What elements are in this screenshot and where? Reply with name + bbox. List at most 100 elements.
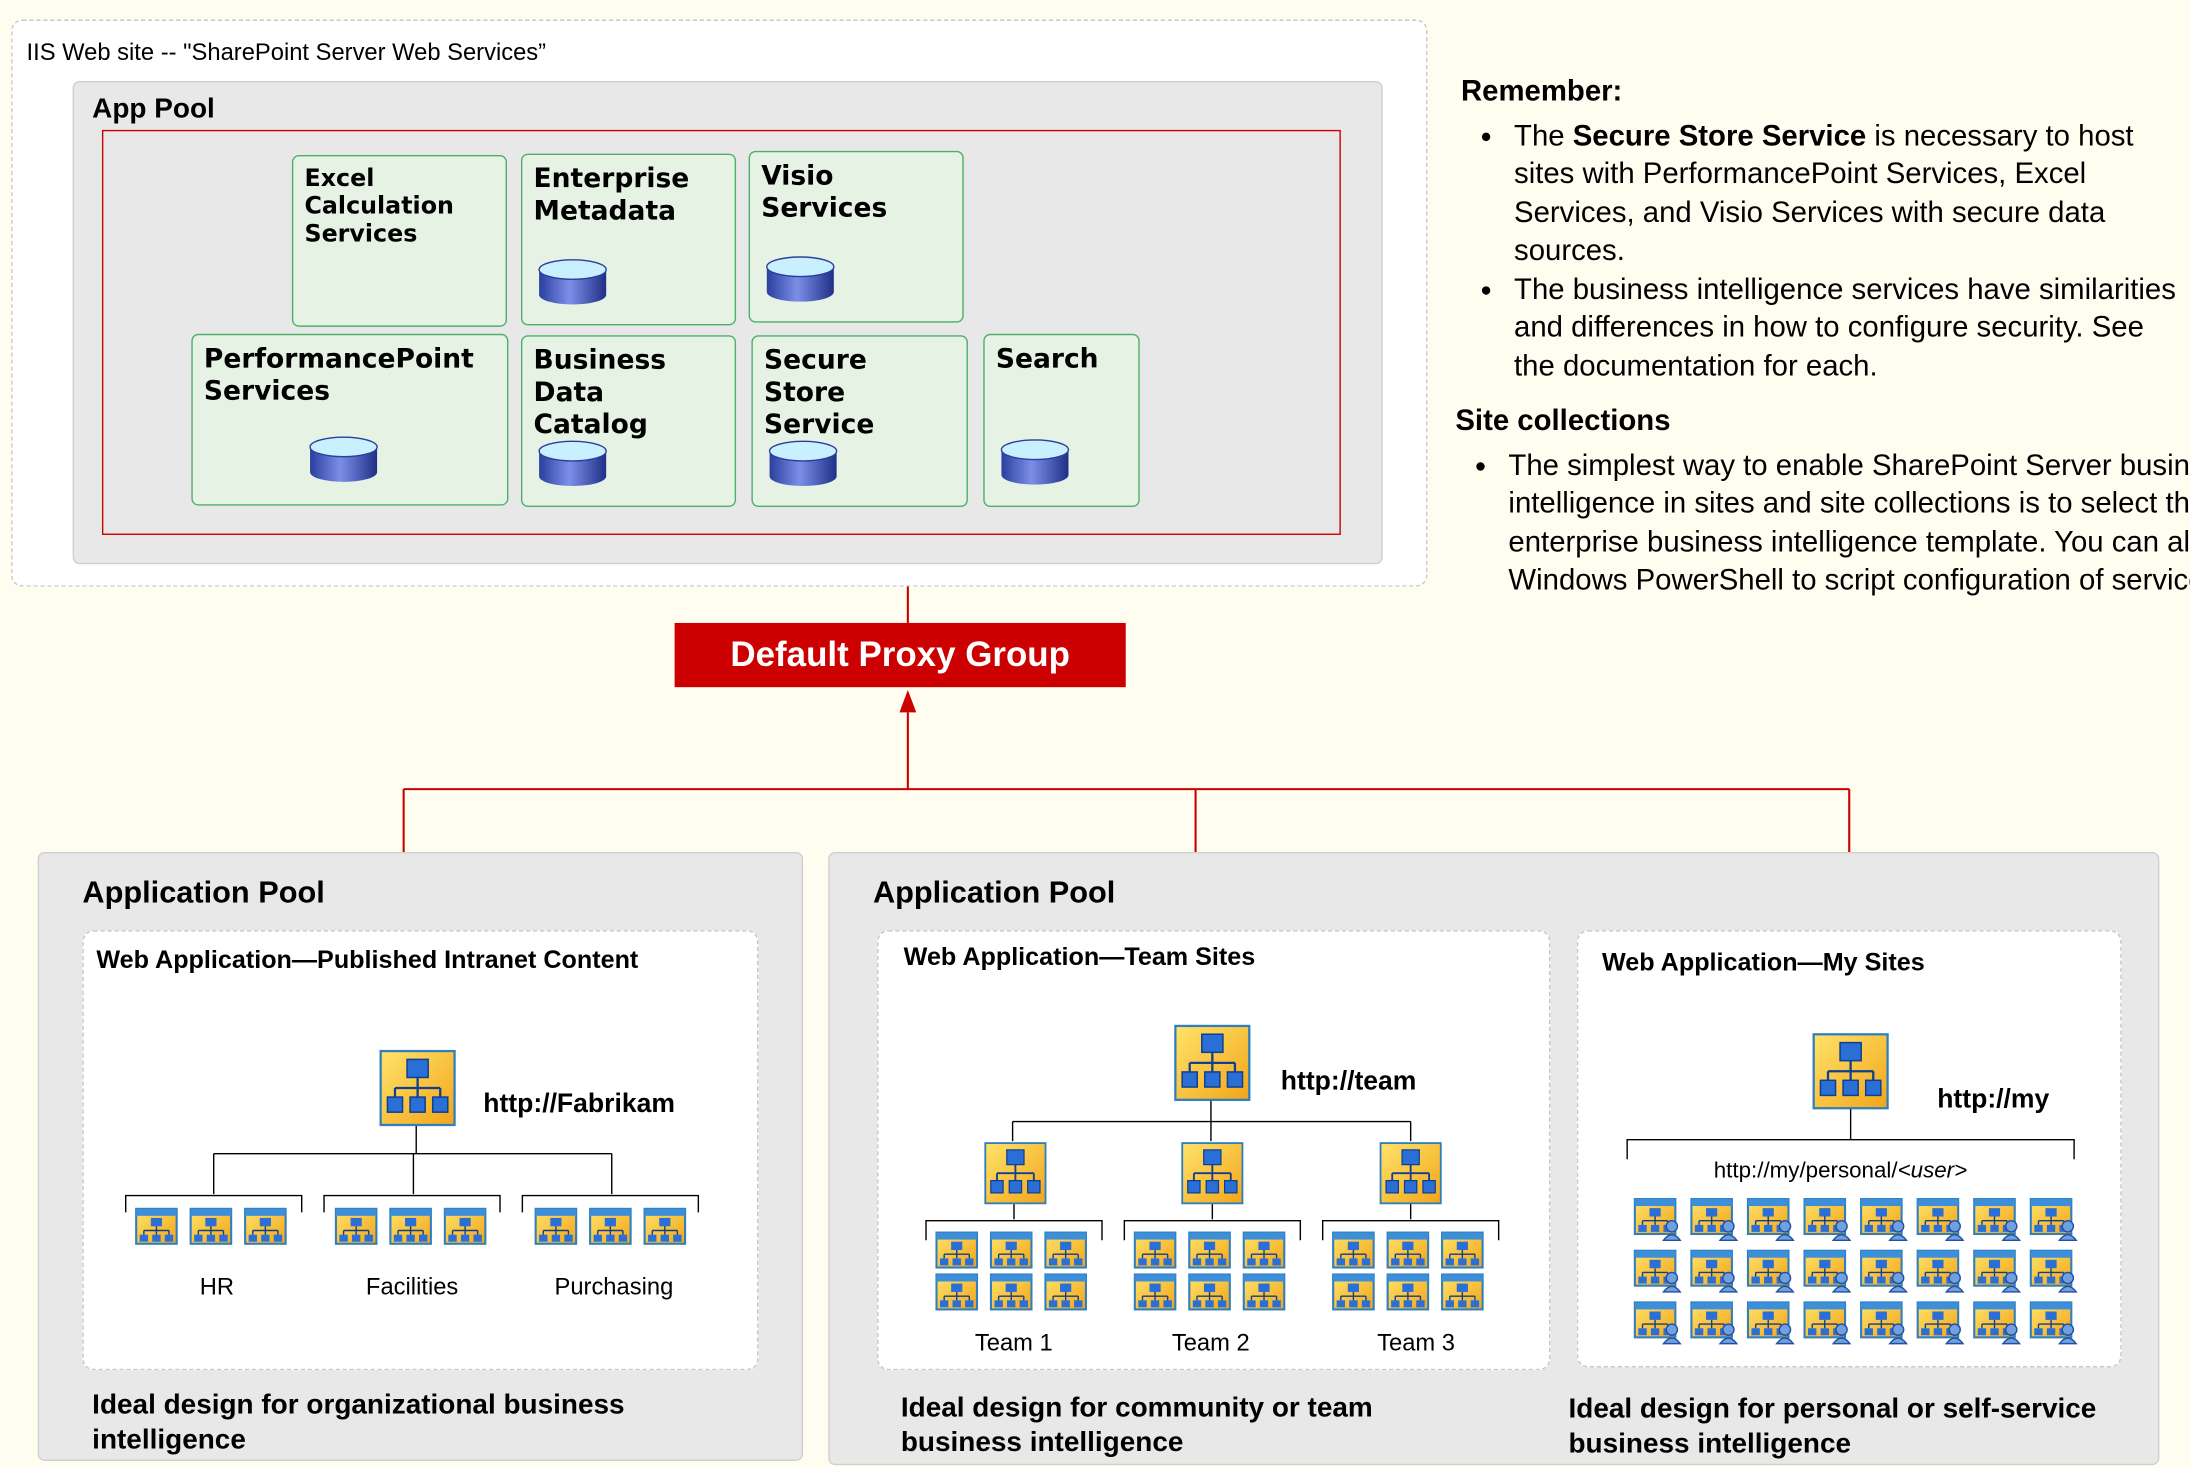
url-my: http://my: [1937, 1085, 2050, 1115]
site-hierarchy-icon: [379, 1049, 456, 1127]
group-team2: Team 2: [1171, 1329, 1250, 1357]
subsite-icon: [1188, 1273, 1231, 1311]
user-site-icon: [1691, 1251, 1736, 1292]
user-site-icon: [1974, 1302, 2019, 1343]
user-site-icon: [1918, 1251, 1963, 1292]
remember-heading: Remember:: [1460, 75, 1623, 108]
site-hierarchy-icon: [1174, 1024, 1251, 1101]
service-visio: Visio Services: [748, 150, 964, 323]
service-performancepoint-label: PerformancePoint Services: [203, 343, 474, 407]
user-site-icon: [1748, 1251, 1793, 1292]
service-bdc: Business Data Catalog: [520, 335, 737, 508]
user-site-icon: [1974, 1199, 2019, 1240]
user-site-icon: [1691, 1199, 1736, 1240]
site-hierarchy-icon: [984, 1142, 1047, 1205]
url-team: http://team: [1280, 1067, 1417, 1097]
subsite-icon: [1188, 1231, 1231, 1269]
user-site-icon: [1861, 1302, 1906, 1343]
subsite-icon: [389, 1207, 432, 1245]
app-pool-label: App Pool: [92, 93, 215, 125]
subsite-icon: [334, 1207, 378, 1245]
notes-panel: Remember: The Secure Store Service is ne…: [1455, 73, 2190, 617]
subsite-icon: [1332, 1273, 1375, 1311]
group-purchasing: Purchasing: [554, 1273, 674, 1301]
sites-heading: Site collections: [1455, 405, 1671, 438]
service-search-label: Search: [995, 343, 1099, 375]
subsite-icon: [1386, 1273, 1430, 1311]
user-site-icon: [1748, 1199, 1793, 1240]
group-hr: HR: [199, 1273, 235, 1301]
subsite-icon: [935, 1273, 979, 1311]
app-pool-left-label: Application Pool: [82, 874, 325, 910]
subsite-icon: [1133, 1273, 1177, 1311]
subsite-icon: [534, 1207, 578, 1245]
webapp-my: [1576, 930, 2122, 1368]
user-site-icon: [1918, 1199, 1963, 1240]
default-proxy-group: Default Proxy Group: [674, 622, 1126, 688]
user-site-icon: [1805, 1251, 1850, 1292]
url-fabrikam: http://Fabrikam: [483, 1089, 675, 1119]
url-personal-prefix: http://my/personal/: [1713, 1159, 1898, 1184]
user-site-icon: [1805, 1199, 1850, 1240]
subsite-icon: [1044, 1273, 1087, 1311]
subsite-icon: [1242, 1273, 1286, 1311]
subsite-icon: [643, 1207, 687, 1245]
ideal-team: Ideal design for community or team busin…: [900, 1392, 1373, 1459]
user-site-icon: [1805, 1302, 1850, 1343]
user-site-icon: [1748, 1302, 1793, 1343]
arrow-up-icon: [899, 689, 917, 713]
url-personal-user: <user>: [1897, 1159, 1968, 1184]
subsite-icon: [1441, 1273, 1484, 1311]
service-securestore-label: Secure Store Service: [763, 344, 875, 440]
group-facilities: Facilities: [365, 1273, 459, 1301]
user-site-icon: [1918, 1302, 1963, 1343]
site-hierarchy-icon: [1181, 1142, 1244, 1205]
user-site-icon: [1974, 1251, 2019, 1292]
note-bullet-3: The simplest way to enable SharePoint Se…: [1503, 446, 2190, 600]
user-site-icon: [2031, 1302, 2076, 1343]
subsite-icon: [1133, 1231, 1177, 1269]
note-text: The: [1514, 119, 1573, 152]
subsite-icon: [1386, 1231, 1430, 1269]
user-site-icon: [1635, 1199, 1680, 1240]
user-site-icon: [1635, 1302, 1680, 1343]
site-hierarchy-icon: [1812, 1033, 1889, 1110]
service-bdc-label: Business Data Catalog: [533, 344, 667, 440]
webapp-my-label: Web Application—My Sites: [1602, 948, 1925, 977]
url-personal: http://my/personal/<user>: [1714, 1159, 1967, 1184]
subsite-icon: [1044, 1231, 1087, 1269]
user-site-icon: [2031, 1199, 2076, 1240]
subsite-icon: [1441, 1231, 1484, 1269]
site-hierarchy-icon: [1379, 1142, 1442, 1205]
webapp-intranet-label: Web Application—Published Intranet Conte…: [96, 945, 639, 974]
iis-label: IIS Web site -- "SharePoint Server Web S…: [26, 39, 547, 66]
note-text: is necessary to host sites with Performa…: [1514, 119, 2134, 267]
webapp-intranet: [82, 930, 759, 1371]
user-site-icon: [1635, 1251, 1680, 1292]
ideal-personal: Ideal design for personal or self-servic…: [1568, 1393, 2097, 1460]
user-site-icon: [1861, 1251, 1906, 1292]
user-site-icon: [1861, 1199, 1906, 1240]
service-securestore: Secure Store Service: [751, 335, 968, 508]
service-metadata: Enterprise Metadata: [520, 153, 737, 326]
user-site-icon: [2031, 1251, 2076, 1292]
service-app-group: [101, 129, 1341, 535]
subsite-icon: [1242, 1231, 1286, 1269]
app-pool-right-label: Application Pool: [872, 874, 1116, 910]
subsite-icon: [443, 1207, 487, 1245]
subsite-icon: [244, 1207, 287, 1245]
service-search: Search: [983, 333, 1140, 508]
subsite-icon: [135, 1207, 178, 1245]
note-bullet-2: The business intelligence services have …: [1508, 270, 2190, 385]
service-metadata-label: Enterprise Metadata: [533, 163, 690, 227]
subsite-icon: [989, 1231, 1033, 1269]
service-visio-label: Visio Services: [761, 160, 888, 224]
subsite-icon: [589, 1207, 632, 1245]
group-team1: Team 1: [974, 1329, 1053, 1357]
subsite-icon: [989, 1273, 1033, 1311]
service-performancepoint: PerformancePoint Services: [191, 333, 509, 506]
user-site-icon: [1691, 1302, 1736, 1343]
subsite-icon: [935, 1231, 979, 1269]
